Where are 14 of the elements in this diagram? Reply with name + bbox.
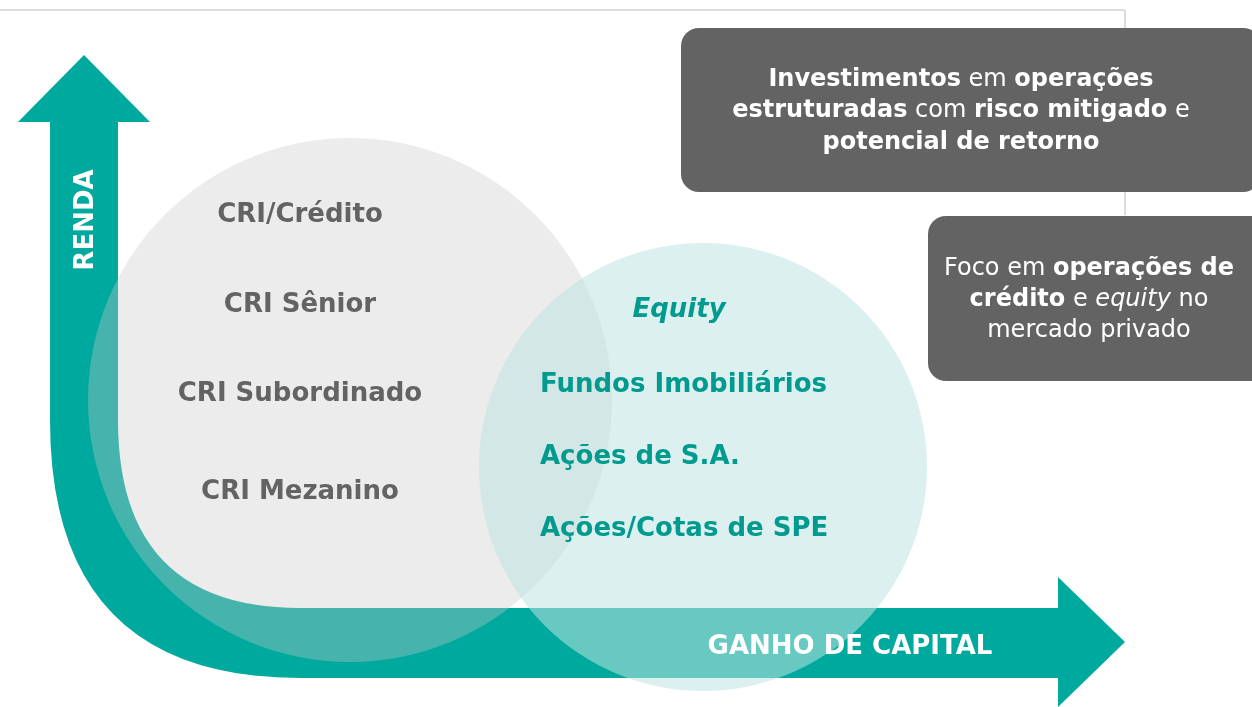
circle-item-text: Ações de S.A. — [540, 440, 740, 470]
axis-label: GANHO DE CAPITAL — [707, 630, 993, 660]
card-text: Investimentos em operações estruturadas com risco mitigado e potencial de retorno — [731, 63, 1191, 157]
circle-item-text: CRI Subordinado — [177, 377, 423, 407]
card-text: Foco em operações de crédito e equity no mercado privado — [943, 251, 1235, 346]
circle-item-text: CRI Mezanino — [201, 475, 399, 505]
circle-item-text: CRI Sênior — [223, 288, 377, 318]
circle-item-text: Ações/Cotas de SPE — [540, 512, 829, 542]
circle-item-text: CRI/Crédito — [217, 198, 383, 228]
info-card — [681, 28, 1252, 192]
axis-label: RENDA — [69, 169, 99, 271]
info-card — [928, 216, 1252, 381]
circle-item-text: Equity — [632, 293, 726, 323]
circle-item-text: Fundos Imobiliários — [540, 368, 828, 398]
